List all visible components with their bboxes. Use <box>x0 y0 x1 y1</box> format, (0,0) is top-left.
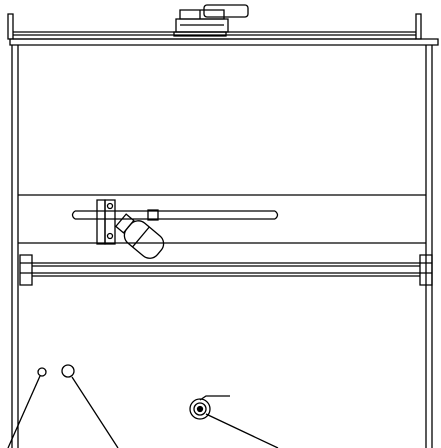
lid-handle <box>174 5 248 36</box>
indicator-holes <box>38 365 74 377</box>
callout-leader-lines <box>8 376 278 448</box>
horizontal-rail <box>20 255 432 285</box>
spray-arm-with-nozzle <box>73 200 278 262</box>
drain-valve <box>190 396 230 419</box>
upper-enclosure <box>12 45 432 448</box>
